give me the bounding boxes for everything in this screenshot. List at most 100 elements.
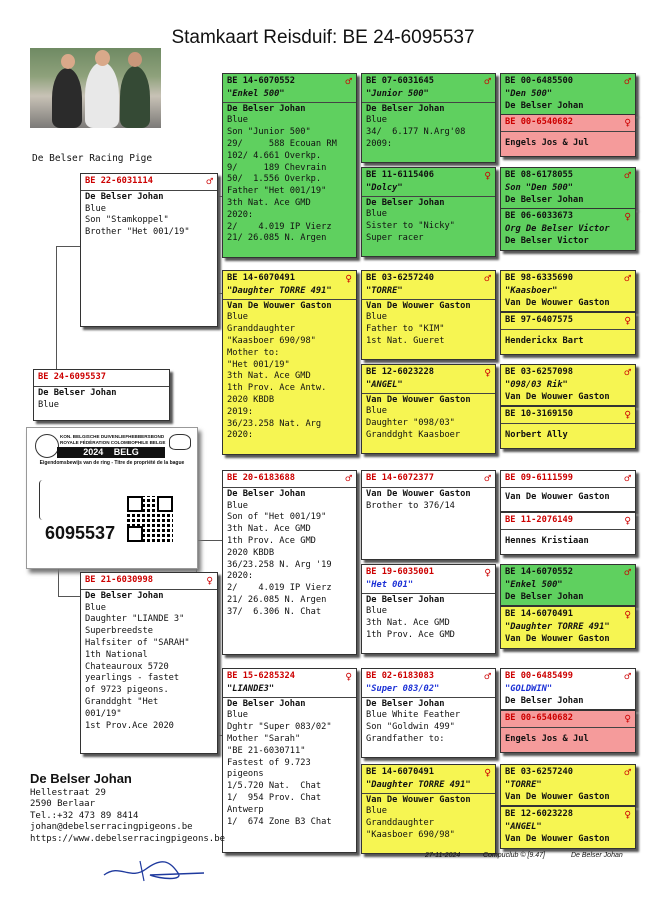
male-icon: ♂ [484,272,491,285]
card-text: "Daughter TORRE 491" [227,285,332,296]
card-text: Dghtr "Super 083/02" [227,722,332,733]
card-text: Blue [227,115,248,126]
card-text: 2/ 4.019 IP Vierz [227,221,332,232]
card-text: "LIANDE3" [227,683,275,694]
mff-card: BE 14-6072377♂ Van De Wouwer Gaston Brot… [361,470,496,560]
card-text: "Daughter TORRE 491" [366,779,471,790]
female-icon: ♀ [624,116,631,129]
male-icon: ♂ [624,169,631,182]
male-icon: ♂ [624,472,631,485]
male-icon: ♂ [345,75,352,88]
card-text: "Junior 500" [366,88,429,99]
card-text: "Kaasboer 690/98" [366,829,455,840]
card-text: Brother "Het 001/19" [85,227,190,238]
card-text: BE 00-6540682 [505,713,573,723]
card-text: BE 15-6285324 [227,671,295,681]
card-text: Van De Wouwer Gaston [366,794,471,805]
card-text: 1/5.720 Nat. Chat [227,781,322,792]
card-text: De Belser Johan [366,197,445,208]
g6-card: BE 97-6407575♀ Henderickx Bart [500,312,636,355]
card-text: 34/ 6.177 N.Arg'08 [366,127,466,138]
female-icon: ♀ [624,712,631,725]
card-text: 1st Prov.Ace 2020 [85,720,174,731]
card-text: yearlings - fastet [85,673,180,684]
g16-card: BE 12-6023228♀ "ANGEL"Van De Wouwer Gast… [500,806,636,849]
mmf-card: BE 02-6183083♂ "Super 083/02" De Belser … [361,668,496,758]
card-text: "Enkel 500" [505,579,563,590]
card-text: Granddaughter [366,818,434,829]
male-icon: ♂ [624,566,631,579]
card-text: "Super 083/02" [366,683,440,694]
card-text: Fastest of 9.723 [227,757,311,768]
card-text: BE 08-6178055 [505,170,573,180]
card-text: 3th Nat. Ace GMD [227,371,311,382]
card-text: Henderickx Bart [505,335,584,346]
card-text: 37/ 6.306 N. Chat [227,606,322,617]
father-ring: BE 22-6031114 [85,176,153,186]
card-text: 102/ 4.661 Overkp. [227,150,322,161]
card-text: De Belser Johan [366,698,445,709]
female-icon: ♀ [624,408,631,421]
card-text: Blue [85,203,106,214]
mmm-card: BE 14-6070491♀ "Daughter TORRE 491" Van … [361,764,496,854]
male-icon: ♂ [484,472,491,485]
card-text: 2020: [227,430,254,441]
subject-ring: BE 24-6095537 [38,372,106,382]
male-icon: ♂ [206,175,213,188]
card-text: Mother to: [227,347,280,358]
g9-card: BE 09-6111599 ♂ Van De Wouwer Gaston [500,470,636,512]
card-text: Engels Jos & Jul [505,733,589,744]
card-text: "ANGEL" [505,821,542,832]
male-icon: ♂ [624,75,631,88]
card-text: BE 19-6035001 [366,567,434,577]
mm-card: BE 15-6285324♀ "LIANDE3" De Belser Johan… [222,668,357,853]
card-text: Van De Wouwer Gaston [505,297,610,308]
card-text: De Belser Johan [85,191,164,202]
fmm-card: BE 12-6023228♀ "ANGEL" Van De Wouwer Gas… [361,364,496,454]
g12-card: BE 14-6070491♀ "Daughter TORRE 491"Van D… [500,606,636,649]
card-text: Van De Wouwer Gaston [505,491,610,502]
card-text: 1th Prov. Ace GMD [366,629,455,640]
card-text: BE 14-6070552 [505,567,573,577]
card-text: Blue [227,710,248,721]
ring-number: 6095537 [45,523,116,543]
card-text: De Belser Johan [505,591,584,602]
card-text: Super racer [366,232,424,243]
card-text: 1st Nat. Gueret [366,335,445,346]
card-text: "Den 500" [505,88,553,99]
card-text: 1/ 954 Prov. Chat [227,792,322,803]
g5-card: BE 98-6335690♂ "Kaasboer"Van De Wouwer G… [500,270,636,312]
card-text: BE 12-6023228 [366,367,434,377]
card-text: BE 03-6257240 [366,273,434,283]
subject-owner: De Belser Johan [38,387,117,398]
contact-website[interactable]: https://www.debelserracingpigeons.be [30,833,226,844]
card-text: "TORRE" [366,285,403,296]
card-text: Father "Het 001/19" [227,186,327,197]
card-text: Blue [227,500,248,511]
male-icon: ♂ [624,670,631,683]
card-text: Van De Wouwer Gaston [366,300,471,311]
card-text: Antwerp [227,804,264,815]
card-text: BE 03-6257240 [505,767,573,777]
card-text: De Belser Johan [505,695,584,706]
card-text: Mother "Sarah" [227,733,301,744]
federation-fr: ROYALE FÉDÉRATION COLOMBOPHILE BELGE [60,440,166,445]
card-text: Blue [366,115,387,126]
card-text: BE 09-6111599 [505,473,573,483]
card-text: 2020 KBDB [227,547,275,558]
card-text: Daughter "LIANDE 3" [85,614,185,625]
card-text: BE 20-6183688 [227,473,295,483]
female-icon: ♀ [345,272,352,285]
contact-block: De Belser Johan Hellestraat 29 2590 Berl… [30,772,226,845]
g10-card: BE 11-2076149♀ Hennes Kristiaan [500,512,636,555]
male-icon: ♂ [484,670,491,683]
g14-card: BE 00-6540682 ♀ Engels Jos & Jul [500,710,636,753]
card-text: 2020: [227,571,254,582]
fff-card: BE 07-6031645♂ "Junior 500" De Belser Jo… [361,73,496,163]
card-text: Engels Jos & Jul [505,137,589,148]
contact-email[interactable]: johan@debelserracingpigeons.be [30,822,193,832]
card-text: 3th Nat. Ace GMD [227,524,311,535]
card-text: 2020: [227,209,254,220]
subject-color: Blue [38,399,59,410]
